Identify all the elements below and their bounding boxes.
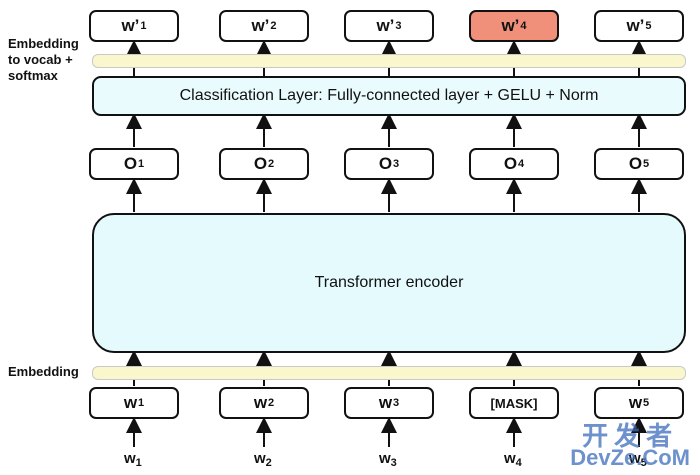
- raw-token-5: w5: [629, 450, 647, 469]
- output-token-1: w’1: [89, 10, 179, 42]
- classification-layer: Classification Layer: Fully-connected la…: [92, 76, 686, 116]
- raw-token-2: w2: [254, 450, 272, 469]
- raw-token-3: w3: [379, 450, 397, 469]
- raw-token-1: w1: [124, 450, 142, 469]
- output-token-3: w’3: [344, 10, 434, 42]
- output-embedding-bar: [92, 54, 686, 68]
- raw-token-4: w4: [504, 450, 522, 469]
- embedding-label: Embedding: [8, 364, 79, 379]
- transformer-encoder: Transformer encoder: [92, 213, 686, 353]
- output-token-5: w’5: [594, 10, 684, 42]
- watermark: 开发者 DevZe.CoM: [570, 421, 690, 470]
- output-token-2: w’2: [219, 10, 309, 42]
- embed-softmax-label: Embedding to vocab + softmax: [8, 36, 79, 83]
- output-token-4: w’4: [469, 10, 559, 42]
- input-token-4: [MASK]: [469, 387, 559, 419]
- input-embedding-bar: [92, 366, 686, 380]
